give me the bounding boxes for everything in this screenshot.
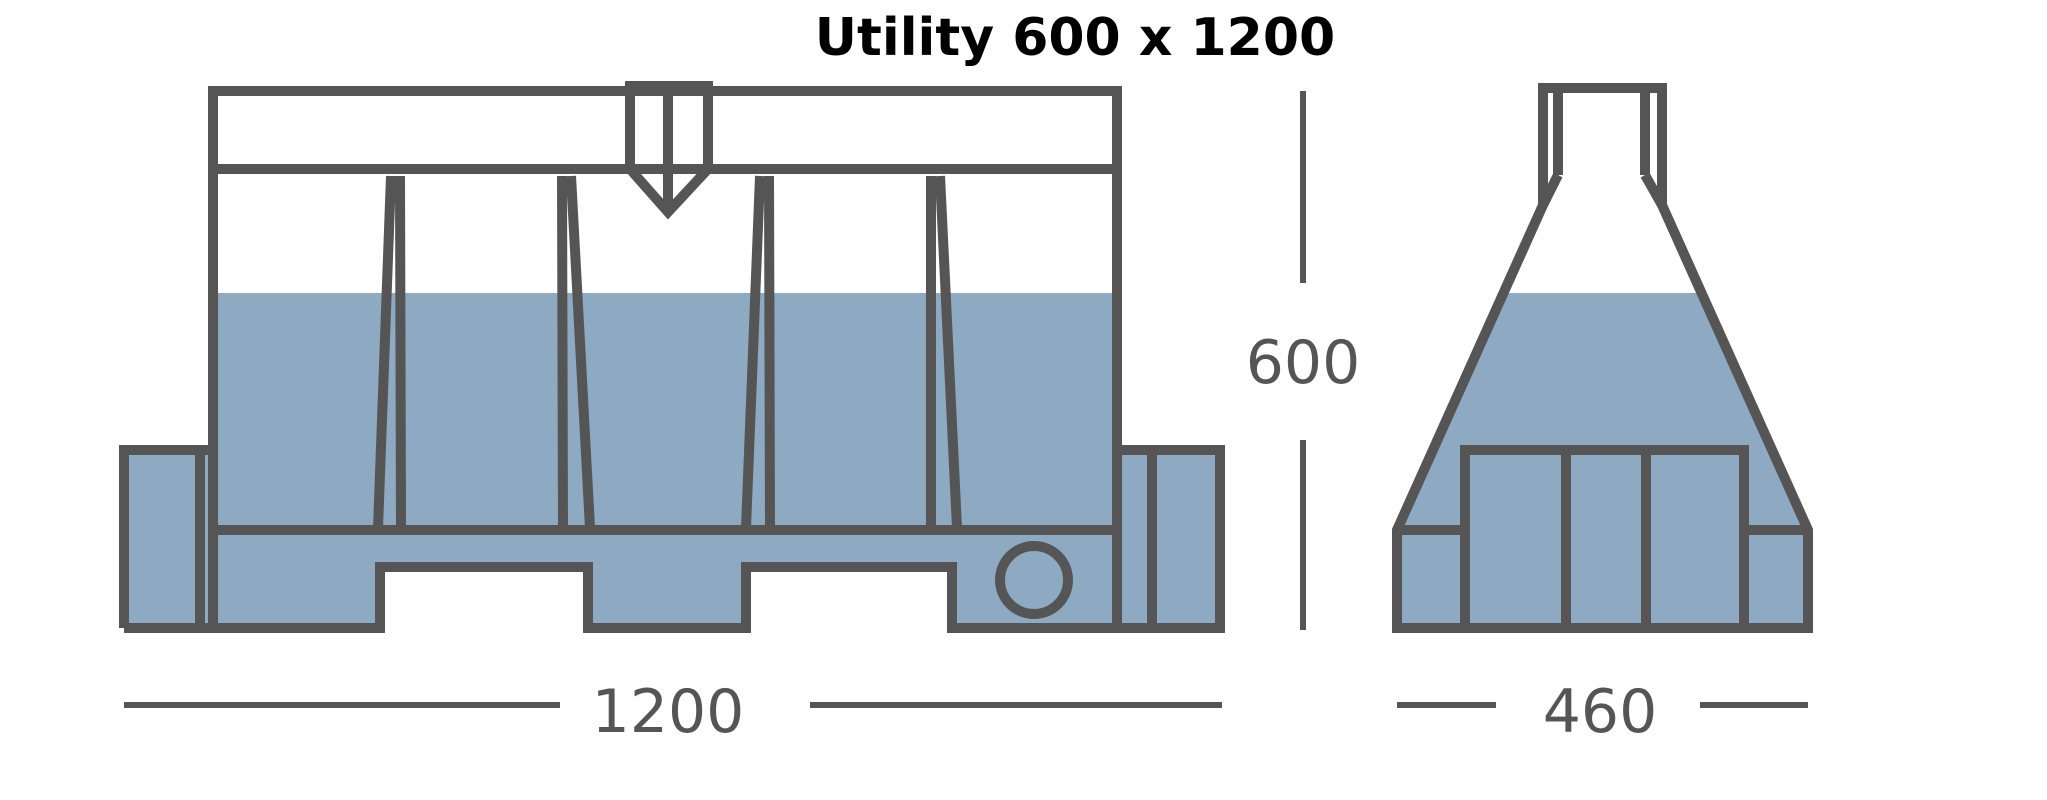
front-rib-3 <box>741 175 775 529</box>
dim-height-label: 600 <box>1246 328 1361 398</box>
side-water-fill <box>1397 293 1808 628</box>
front-rib-2 <box>557 175 595 529</box>
side-base-block <box>1460 445 1749 628</box>
front-recess-right-cutout <box>746 567 952 631</box>
diagram-title: Utility 600 x 1200 <box>814 8 1336 68</box>
front-view <box>119 81 1225 633</box>
front-rib-1 <box>373 175 406 529</box>
dimensions: 1200 600 460 <box>124 91 1808 747</box>
dim-length-label: 1200 <box>592 677 745 747</box>
side-view <box>1392 83 1813 633</box>
front-recess-left-cutout <box>380 567 588 631</box>
front-top-connector <box>625 81 713 220</box>
front-drain-plug <box>995 541 1073 619</box>
front-base-profile <box>124 562 1117 633</box>
dim-width-label: 460 <box>1543 677 1658 747</box>
front-right-foot-fill <box>1115 450 1220 628</box>
front-left-foot <box>119 445 213 628</box>
front-rib-4 <box>926 175 962 529</box>
front-right-foot <box>1117 445 1225 633</box>
side-neck <box>1538 83 1667 205</box>
front-water-fill <box>213 293 1115 628</box>
